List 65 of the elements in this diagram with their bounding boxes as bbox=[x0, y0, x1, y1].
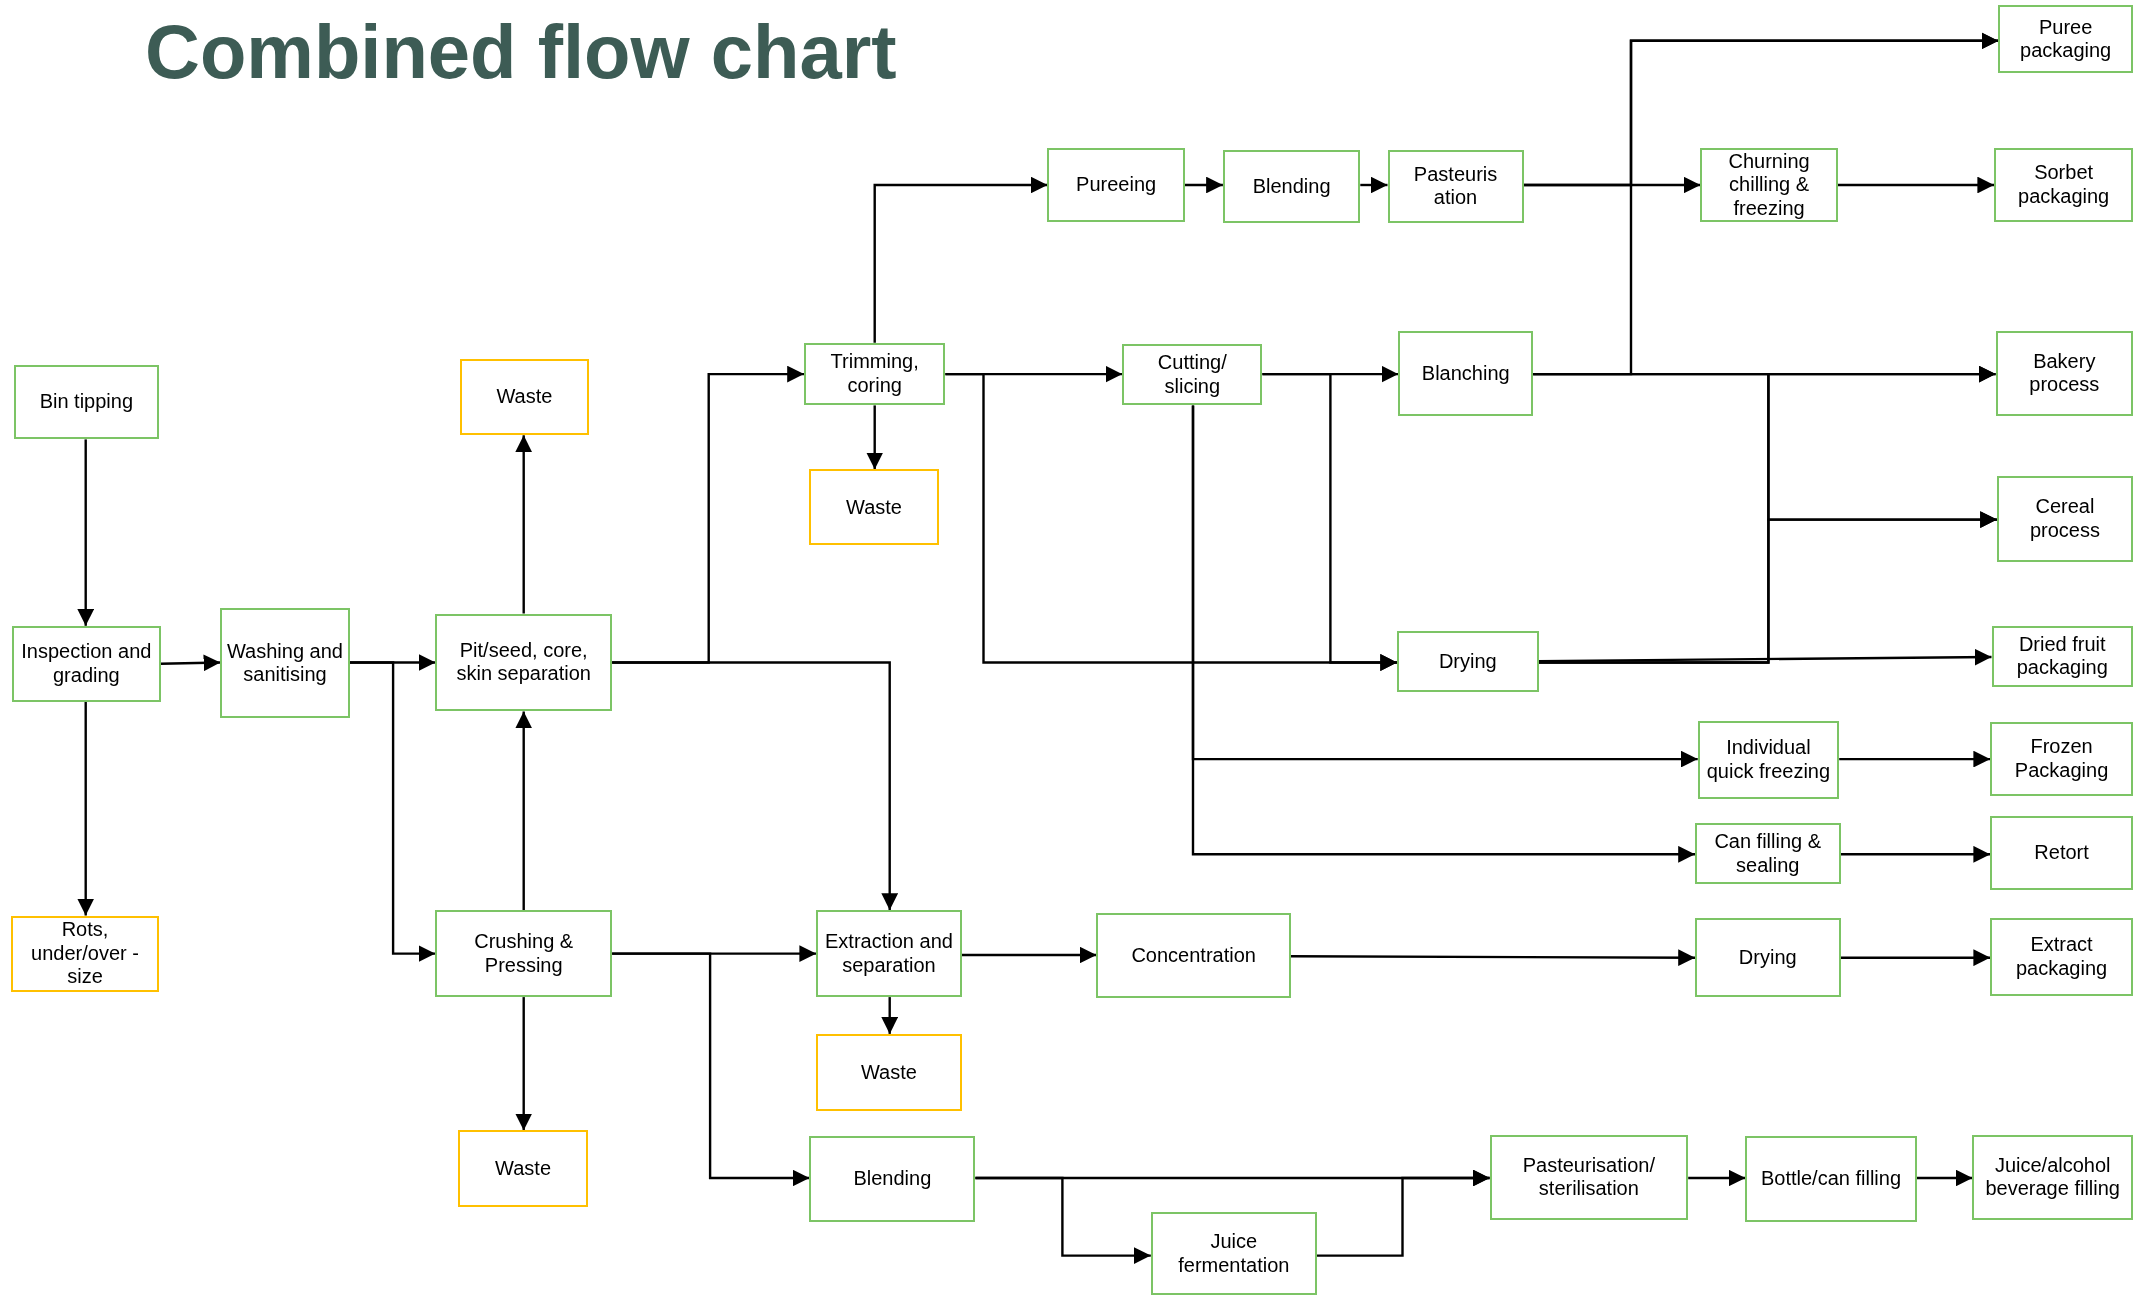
arrow bbox=[1316, 1169, 1490, 1257]
process-box: Drying bbox=[1694, 918, 1841, 998]
process-box: Can filling & sealing bbox=[1694, 823, 1841, 885]
arrow bbox=[1916, 1169, 1973, 1187]
process-box: Bottle/can filling bbox=[1745, 1135, 1917, 1222]
process-box: Juice/alcohol beverage filling bbox=[1972, 1134, 2133, 1221]
process-box: Bin tipping bbox=[13, 364, 160, 440]
process-box: Waste bbox=[459, 359, 589, 436]
arrow bbox=[881, 997, 899, 1034]
process-box: Extraction and separation bbox=[816, 910, 962, 998]
process-box: Waste bbox=[458, 1130, 588, 1207]
arrow bbox=[160, 654, 221, 672]
process-box: Pasteurisation/ sterilisation bbox=[1489, 1134, 1689, 1221]
process-box: Churning chilling & freezing bbox=[1700, 148, 1838, 222]
title: Combined flow chart bbox=[145, 8, 897, 96]
process-box: Blending bbox=[1222, 149, 1361, 224]
process-box: Concentration bbox=[1096, 912, 1291, 999]
process-box: Bakery process bbox=[1995, 330, 2133, 417]
arrow bbox=[1840, 949, 1991, 967]
process-box: Individual quick freezing bbox=[1697, 720, 1840, 799]
process-box: Frozen Packaging bbox=[1990, 722, 2133, 796]
arrow bbox=[1191, 405, 1695, 863]
arrow bbox=[1291, 949, 1695, 967]
process-box: Puree packaging bbox=[1998, 5, 2133, 74]
arrow bbox=[1688, 1169, 1746, 1187]
arrow bbox=[77, 701, 95, 916]
arrow bbox=[1839, 750, 1991, 768]
process-box: Blending bbox=[809, 1135, 976, 1222]
arrow bbox=[873, 176, 1048, 343]
process-box: Waste bbox=[816, 1033, 962, 1112]
arrow bbox=[515, 435, 533, 614]
process-box: Waste bbox=[809, 469, 939, 546]
process-box: Cereal process bbox=[1996, 476, 2133, 562]
arrow bbox=[1262, 372, 1398, 671]
arrow bbox=[1538, 511, 1997, 664]
process-box: Rots, under/over - size bbox=[10, 915, 160, 992]
process-box: Pit/seed, core, skin separation bbox=[435, 613, 613, 712]
arrow bbox=[515, 711, 533, 911]
arrow bbox=[1837, 176, 1995, 194]
arrow bbox=[1184, 176, 1223, 194]
arrow bbox=[1840, 845, 1991, 863]
arrow bbox=[349, 661, 436, 962]
arrow bbox=[1538, 648, 1992, 666]
arrow bbox=[77, 439, 95, 626]
process-box: Pasteuris ation bbox=[1387, 149, 1524, 224]
process-box: Cutting/ slicing bbox=[1122, 344, 1263, 406]
process-box: Crushing & Pressing bbox=[435, 910, 613, 998]
process-box: Inspection and grading bbox=[12, 625, 161, 702]
process-box: Blanching bbox=[1398, 330, 1534, 417]
arrow bbox=[866, 405, 884, 470]
process-box: Drying bbox=[1397, 631, 1539, 693]
arrow bbox=[515, 997, 533, 1131]
process-box: Sorbet packaging bbox=[1994, 148, 2133, 222]
arrow bbox=[612, 661, 899, 911]
process-box: Trimming, coring bbox=[803, 342, 946, 406]
process-box: Extract packaging bbox=[1990, 918, 2133, 996]
process-box: Retort bbox=[1990, 816, 2133, 890]
process-box: Juice fermentation bbox=[1150, 1212, 1317, 1295]
process-box: Pureeing bbox=[1047, 148, 1185, 222]
arrow bbox=[1360, 176, 1388, 194]
process-box: Washing and sanitising bbox=[220, 608, 350, 719]
arrow bbox=[961, 946, 1097, 964]
process-box: Dried fruit packaging bbox=[1991, 625, 2133, 687]
arrow bbox=[975, 1176, 1151, 1264]
arrow bbox=[612, 952, 810, 1187]
